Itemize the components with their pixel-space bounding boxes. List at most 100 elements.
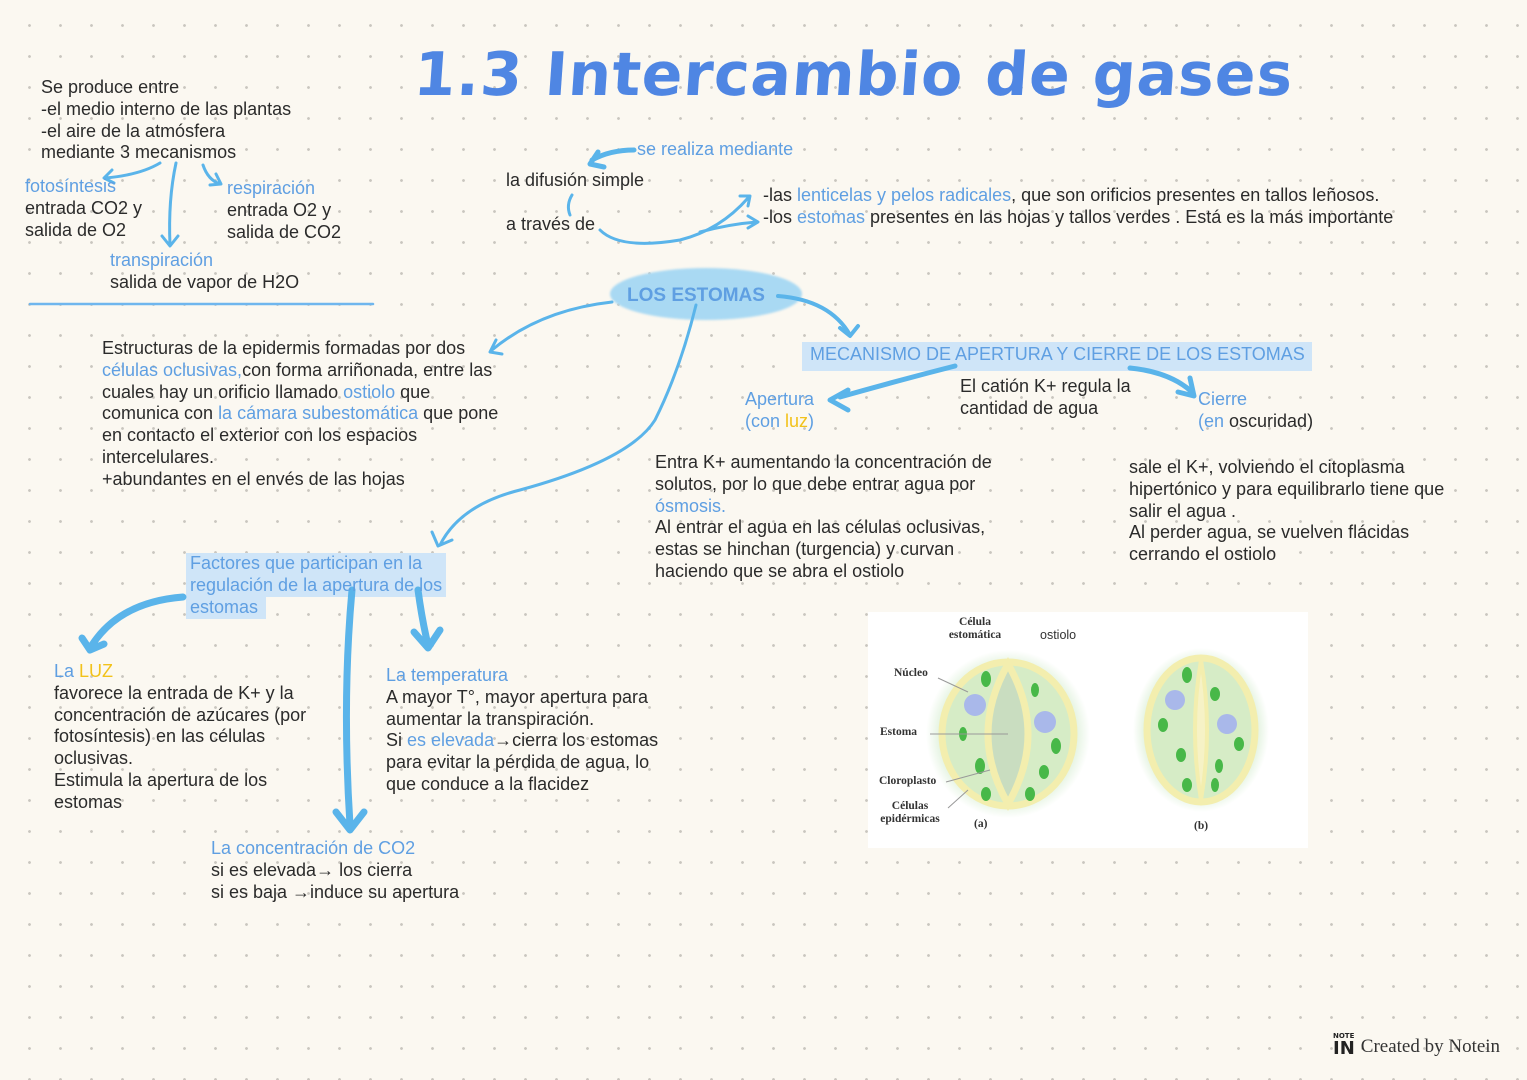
text-segment: -los — [763, 206, 798, 227]
text-line: células oclusivas,con forma arriñonada, … — [102, 360, 498, 382]
text-line: Factores que participan en la — [190, 553, 442, 575]
arrow-to-respiracion — [201, 163, 223, 187]
text-line: sale el K+, volviendo el citoplasma — [1129, 457, 1444, 479]
text-line: (en oscuridad) — [1198, 411, 1313, 433]
text-line: MECANISMO DE APERTURA Y CIERRE DE LOS ES… — [810, 344, 1305, 366]
text-line: intercelulares. — [102, 447, 498, 469]
text-segment: que — [395, 381, 431, 402]
text-line: Si es elevada→cierra los estomas — [386, 730, 658, 752]
text-segment: El catión K+ regula la — [960, 376, 1131, 396]
text-line: Estimula la apertura de los — [54, 770, 306, 792]
text-line: en contacto el exterior con los espacios — [102, 425, 498, 447]
text-line: comunica con la cámara subestomática que… — [102, 403, 498, 425]
text-segment: intercelulares. — [102, 446, 215, 467]
text-segment: salida de O2 — [25, 219, 127, 240]
text-line: favorece la entrada de K+ y la — [54, 683, 306, 705]
text-line: El catión K+ regula la — [960, 376, 1131, 398]
text-line: -las lenticelas y pelos radicales, que s… — [763, 185, 1393, 207]
highlighted-text: respiración — [227, 178, 316, 198]
text-segment: -las — [763, 185, 798, 205]
text-segment: salida de vapor de H2O — [110, 271, 300, 292]
stoma-closed — [1133, 648, 1269, 812]
text-line: La temperatura — [386, 665, 658, 687]
text-line: entrada O2 y — [227, 200, 341, 222]
text-segment: Al entrar el agua en las células oclusiv… — [655, 517, 986, 538]
factores-highlight — [186, 597, 266, 619]
text-line: estomas — [54, 792, 306, 814]
highlighted-text: LUZ — [79, 661, 114, 681]
logo-mark-text: IN — [1333, 1038, 1355, 1059]
text-segment: oscuridad) — [1224, 410, 1314, 431]
text-segment: Se produce entre — [41, 77, 180, 97]
text-segment: para evitar la pérdida de agua, lo — [386, 752, 650, 773]
text-segment: estas se hinchan (turgencia) y curvan — [655, 539, 955, 560]
text-line: salida de CO2 — [227, 222, 341, 244]
text-line: La LUZ — [54, 661, 306, 683]
highlighted-text: la cámara subestomática — [218, 403, 419, 424]
text-line: fotosíntesis — [25, 176, 142, 198]
text-segment: sale el K+, volviendo el citoplasma — [1129, 457, 1405, 477]
highlighted-text: se realiza mediante — [637, 139, 794, 159]
text-segment: la difusión simple — [506, 170, 645, 190]
text-segment: Si — [386, 730, 408, 751]
text-segment: +abundantes en el envés de las hojas — [102, 468, 405, 489]
text-line: salida de O2 — [25, 220, 142, 242]
text-segment: si es elevada→ los cierra — [211, 859, 413, 880]
text-segment: entrada O2 y — [227, 199, 332, 220]
stoma-illustration — [926, 648, 1269, 818]
label-nucleo: Núcleo — [894, 667, 928, 679]
highlighted-text: La — [54, 661, 80, 681]
cierre-label: Cierre(en oscuridad) — [1198, 389, 1313, 433]
text-segment: haciendo que se abra el ostiolo — [655, 560, 905, 581]
text-line: Apertura — [745, 389, 814, 411]
notein-logo: NOTE IN Created by Notein — [1333, 1032, 1500, 1058]
los-estomas-heading: LOS ESTOMAS — [627, 285, 765, 307]
text-line: si es baja →induce su apertura — [211, 882, 459, 904]
highlighted-text: luz — [785, 410, 809, 431]
text-line: salida de vapor de H2O — [110, 272, 299, 294]
text-segment: -el medio interno de las plantas — [41, 98, 292, 119]
arrow-to-cierre — [1127, 365, 1197, 399]
label-cloroplasto: Cloroplasto — [879, 775, 937, 787]
text-line: concentración de azúcares (por — [54, 705, 306, 727]
text-line: fotosíntesis) en las células — [54, 726, 306, 748]
highlighted-text: regulación de la apertura de los — [190, 574, 443, 595]
text-segment: mediante 3 mecanismos — [41, 142, 237, 163]
text-segment: concentración de azúcares (por — [54, 704, 307, 725]
text-line: se realiza mediante — [637, 139, 793, 161]
text-segment: Entra K+ aumentando la concentración de — [655, 452, 992, 472]
text-line: cerrando el ostiolo — [1129, 544, 1444, 566]
text-segment: Estimula la apertura de los — [54, 769, 268, 790]
highlighted-text: transpiración — [110, 250, 214, 270]
highlighted-text: LOS ESTOMAS — [627, 285, 765, 306]
text-segment: cuales hay un orificio llamado — [102, 381, 344, 402]
page-title: 1.3 Intercambio de gases — [411, 40, 1296, 110]
highlighted-text: (con — [745, 410, 786, 431]
difusion-label: la difusión simple — [506, 170, 644, 192]
text-segment: Estructuras de la epidermis formadas por… — [102, 338, 466, 358]
text-line: a través de — [506, 214, 595, 236]
arrow-difusion-to-traves — [566, 193, 574, 217]
text-line: hipertónico y para equilibrarlo tiene qu… — [1129, 479, 1444, 501]
label-ostiolo: ostiolo — [1040, 628, 1077, 642]
text-line: salir el agua . — [1129, 501, 1444, 523]
text-line: -el aire de la atmósfera — [41, 121, 291, 143]
text-line: transpiración — [110, 250, 299, 272]
arrow-to-difusion — [587, 147, 637, 170]
created-by-credit: Created by Notein — [1360, 1036, 1501, 1057]
mecanismo-heading: MECANISMO DE APERTURA Y CIERRE DE LOS ES… — [810, 344, 1305, 366]
highlighted-text: MECANISMO DE APERTURA Y CIERRE DE LOS ES… — [810, 344, 1305, 364]
text-segment: fotosíntesis) en las células — [54, 726, 266, 747]
text-line: aumentar la transpiración. — [386, 709, 658, 731]
text-segment: salida de CO2 — [227, 221, 342, 242]
notein-logo-mark: NOTE IN — [1333, 1032, 1355, 1058]
text-line: Se produce entre — [41, 77, 291, 99]
text-segment: favorece la entrada de K+ y la — [54, 682, 294, 703]
text-segment: con forma arriñonada, entre las — [242, 359, 493, 380]
label-celula-estomatica: Célula estomática — [948, 616, 1002, 641]
